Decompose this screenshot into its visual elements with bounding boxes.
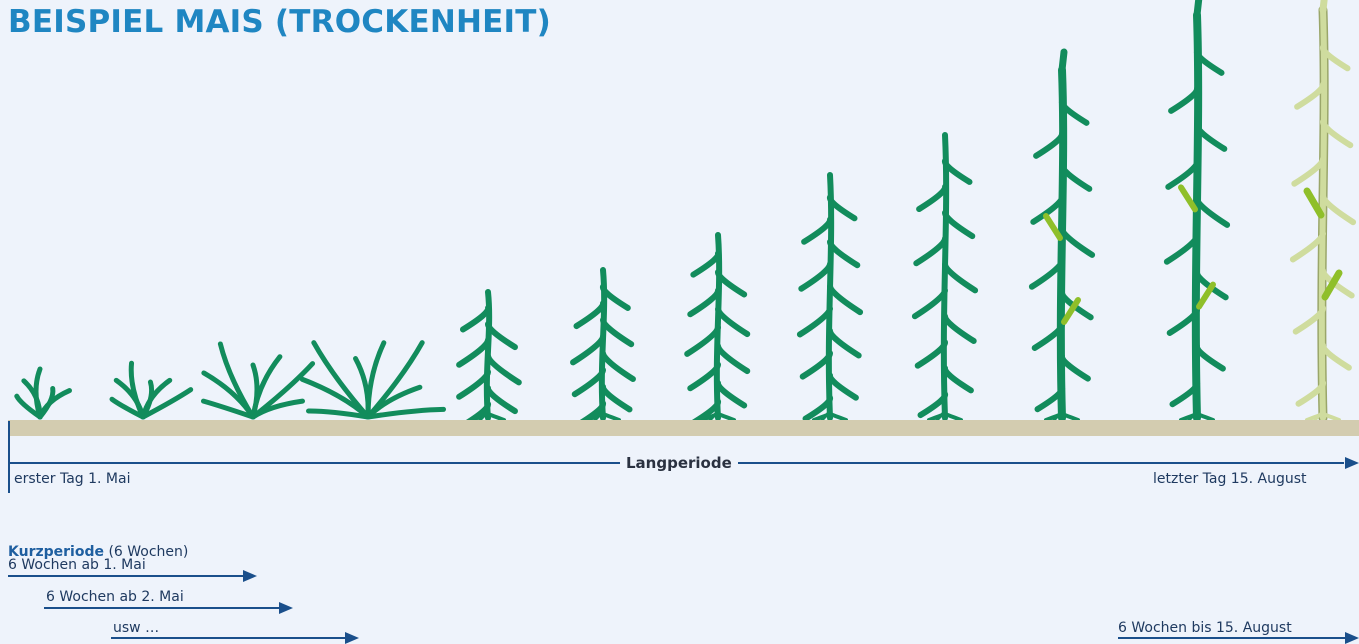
maize-plant-stage-7	[687, 235, 747, 423]
short-period-item-3: usw …	[113, 620, 159, 636]
maize-plant-stage-5	[459, 292, 519, 425]
short-period-arrow-3	[111, 637, 347, 639]
short-period-item-2: 6 Wochen ab 2. Mai	[46, 589, 184, 605]
plant-growth-illustration	[0, 0, 1359, 425]
short-period-last-arrow	[1118, 637, 1346, 639]
short-period-arrow-2-head	[279, 602, 293, 614]
short-period-last-item: 6 Wochen bis 15. August	[1118, 620, 1292, 636]
maize-plant-stage-4	[302, 343, 443, 417]
long-period-label: Langperiode	[620, 454, 738, 472]
maize-plant-stage-2	[112, 363, 191, 417]
start-tick	[8, 421, 10, 493]
maize-plant-stage-9	[915, 135, 975, 420]
short-period-last-arrow-head	[1345, 632, 1359, 644]
short-period-arrow-3-head	[345, 632, 359, 644]
maize-plant-stage-10	[1032, 52, 1092, 420]
maize-plant-stage-12	[1293, 0, 1353, 420]
maize-plant-stage-6	[573, 270, 633, 425]
short-period-item-1: 6 Wochen ab 1. Mai	[8, 557, 146, 573]
maize-plant-stage-1	[17, 369, 70, 417]
maize-plant-stage-3	[203, 344, 312, 417]
short-period-arrow-1	[8, 575, 244, 577]
short-period-arrow-1-head	[243, 570, 257, 582]
maize-plant-stage-8	[800, 175, 860, 420]
long-period-arrow-head	[1345, 457, 1359, 469]
long-period-end-label: letzter Tag 15. August	[1153, 471, 1307, 487]
long-period-start-label: erster Tag 1. Mai	[14, 471, 130, 487]
short-period-arrow-2	[44, 607, 280, 609]
ground-strip	[8, 420, 1359, 436]
maize-plant-stage-11	[1167, 0, 1227, 420]
